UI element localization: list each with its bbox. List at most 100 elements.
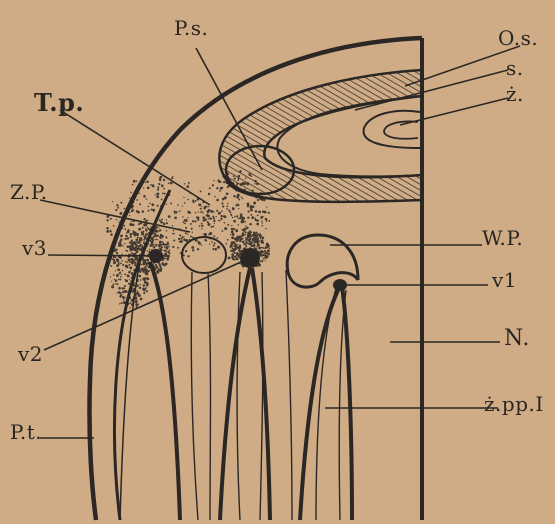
stipple-dot (169, 246, 170, 247)
stipple-dot (136, 305, 138, 307)
stipple-dot (161, 199, 163, 201)
stipple-dot (136, 199, 138, 201)
stipple-dot (193, 202, 195, 204)
stipple-dot (256, 183, 258, 185)
stipple-dot (149, 232, 150, 233)
stipple-dot (127, 231, 129, 233)
stipple-dot (165, 244, 167, 246)
stipple-dot (127, 262, 129, 264)
stipple-dot (161, 244, 163, 246)
stipple-dot (232, 233, 235, 236)
stipple-dot (256, 223, 259, 226)
stipple-dot (175, 211, 177, 213)
stipple-dot (221, 215, 223, 217)
stipple-dot (120, 263, 122, 265)
stipple-dot (222, 175, 224, 177)
stipple-dot (110, 265, 111, 266)
stipple-dot (247, 217, 249, 219)
stipple-dot (151, 232, 153, 234)
stipple-dot (254, 234, 257, 237)
stipple-dot (158, 183, 160, 185)
stipple-dot (237, 244, 238, 245)
stipple-dot (250, 223, 252, 225)
stipple-dot (134, 261, 137, 264)
stipple-dot (245, 244, 247, 246)
stipple-dot (255, 232, 257, 234)
stipple-dot (110, 233, 113, 236)
stipple-dot (254, 237, 256, 239)
stipple-dot (223, 222, 225, 224)
stipple-dot (263, 259, 264, 260)
stipple-dot (145, 268, 146, 269)
stipple-dot (198, 242, 201, 245)
stipple-dot (160, 248, 162, 250)
stipple-dot (205, 233, 206, 234)
stipple-dot (151, 239, 154, 242)
stipple-dot (136, 241, 138, 243)
stipple-dot (157, 189, 159, 191)
stipple-dot (158, 227, 159, 228)
stipple-dot (179, 234, 181, 236)
stipple-dot (228, 256, 231, 259)
stipple-dot (119, 225, 121, 227)
stipple-dot (151, 203, 154, 206)
stipple-dot (170, 202, 172, 204)
stipple-dot (143, 235, 145, 237)
stipple-dot (121, 244, 123, 246)
stipple-dot (133, 284, 135, 286)
stipple-dot (142, 227, 144, 229)
stipple-dot (254, 180, 257, 183)
stipple-dot (231, 231, 234, 234)
stipple-dot (266, 243, 269, 246)
stipple-dot (145, 182, 146, 183)
stipple-dot (246, 182, 249, 185)
stipple-dot (238, 218, 240, 220)
stipple-dot (143, 195, 146, 198)
stipple-dot (214, 248, 217, 251)
stipple-dot (264, 211, 267, 214)
stipple-dot (116, 204, 118, 206)
stipple-dot (139, 275, 142, 278)
stipple-dot (253, 239, 255, 241)
stipple-dot (197, 248, 199, 250)
stipple-dot (129, 245, 132, 248)
stipple-dot (239, 250, 242, 253)
stipple-dot (203, 217, 205, 219)
stipple-dot (236, 196, 239, 199)
stipple-dot (201, 223, 203, 225)
stipple-dot (241, 238, 243, 240)
stipple-dot (168, 255, 170, 257)
stipple-dot (119, 303, 120, 304)
stipple-dot (162, 193, 164, 195)
stipple-dot (260, 254, 263, 257)
stipple-dot (206, 240, 208, 242)
stipple-dot (232, 207, 234, 209)
stipple-dot (263, 199, 266, 202)
stipple-dot (216, 210, 218, 212)
stipple-dot (240, 213, 243, 216)
stipple-dot (162, 264, 164, 266)
stipple-dot (236, 215, 238, 217)
stipple-dot (135, 239, 138, 242)
stipple-dot (106, 230, 109, 233)
stipple-dot (266, 207, 267, 208)
stipple-dot (181, 236, 183, 238)
stipple-dot (131, 288, 133, 290)
stipple-dot (187, 199, 189, 201)
inner-structure-z (364, 111, 420, 148)
stipple-dot (203, 219, 205, 221)
stipple-dot (167, 243, 168, 244)
stipple-dot (236, 185, 238, 187)
stipple-dot (245, 221, 247, 223)
stipple-dot (129, 266, 132, 269)
stipple-dot (226, 192, 229, 195)
stipple-dot (116, 219, 117, 220)
stipple-dot (239, 217, 242, 220)
stipple-dot (125, 280, 128, 283)
stipple-dot (139, 184, 142, 187)
column-mid-f (260, 272, 263, 520)
stipple-dot (135, 298, 137, 300)
stipple-dot (125, 261, 127, 263)
stipple-dot (212, 216, 214, 218)
stipple-dot (208, 206, 209, 207)
